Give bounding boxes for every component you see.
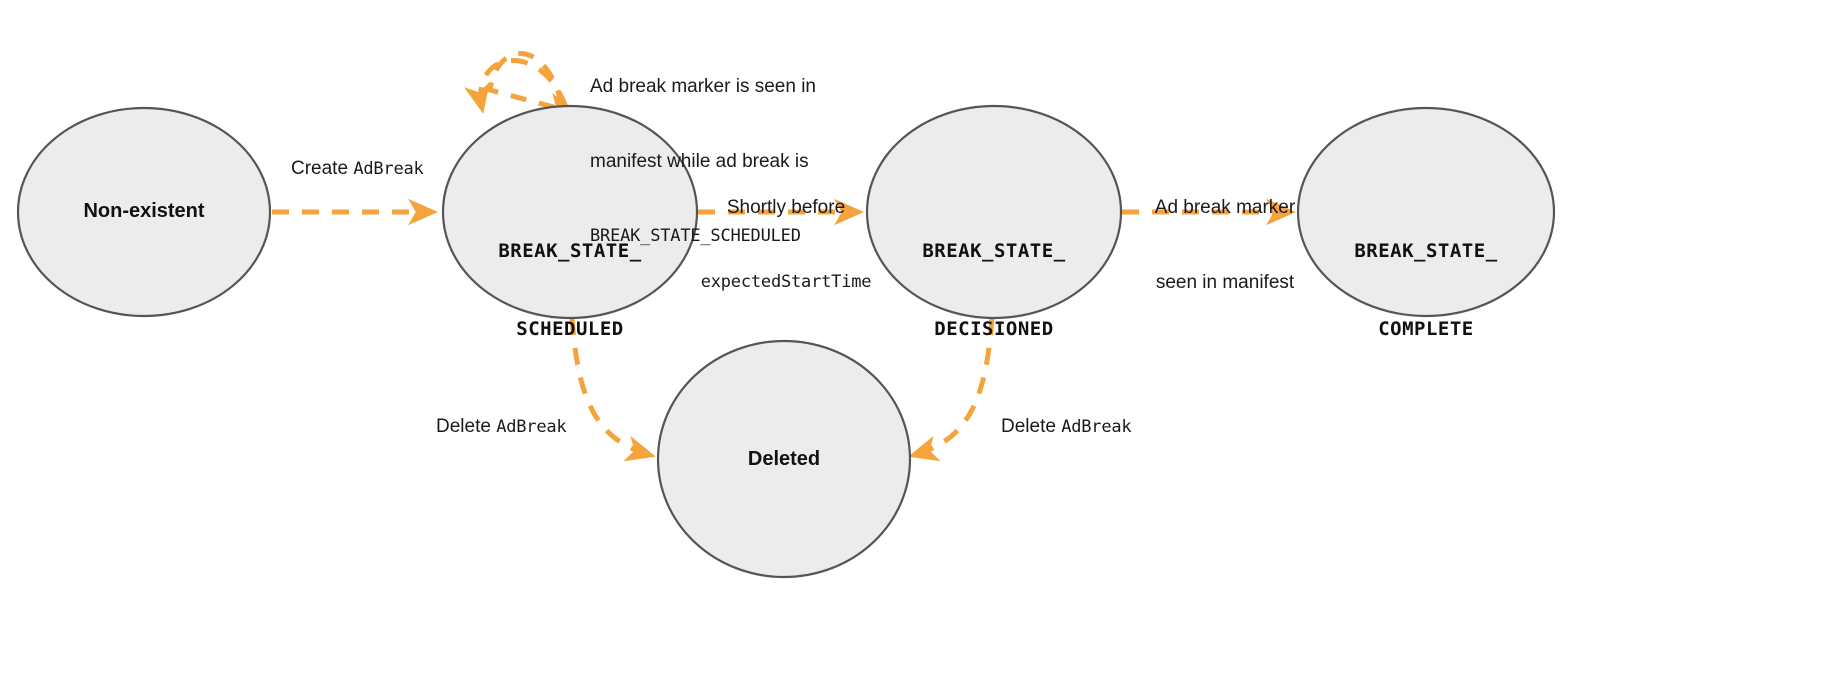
edge-decisioned-to-deleted	[908, 317, 995, 462]
node-deleted[interactable]	[656, 339, 912, 579]
node-break-state-complete[interactable]	[1296, 106, 1556, 318]
node-non-existent[interactable]	[16, 106, 272, 318]
node-break-state-scheduled[interactable]	[441, 104, 699, 320]
edge-self-loop-scheduled	[487, 51, 578, 119]
node-break-state-decisioned[interactable]	[865, 104, 1123, 320]
node-shapes	[16, 104, 1556, 579]
edge-scheduled-to-deleted	[569, 317, 656, 462]
edge-self-loop-arc	[464, 57, 569, 114]
